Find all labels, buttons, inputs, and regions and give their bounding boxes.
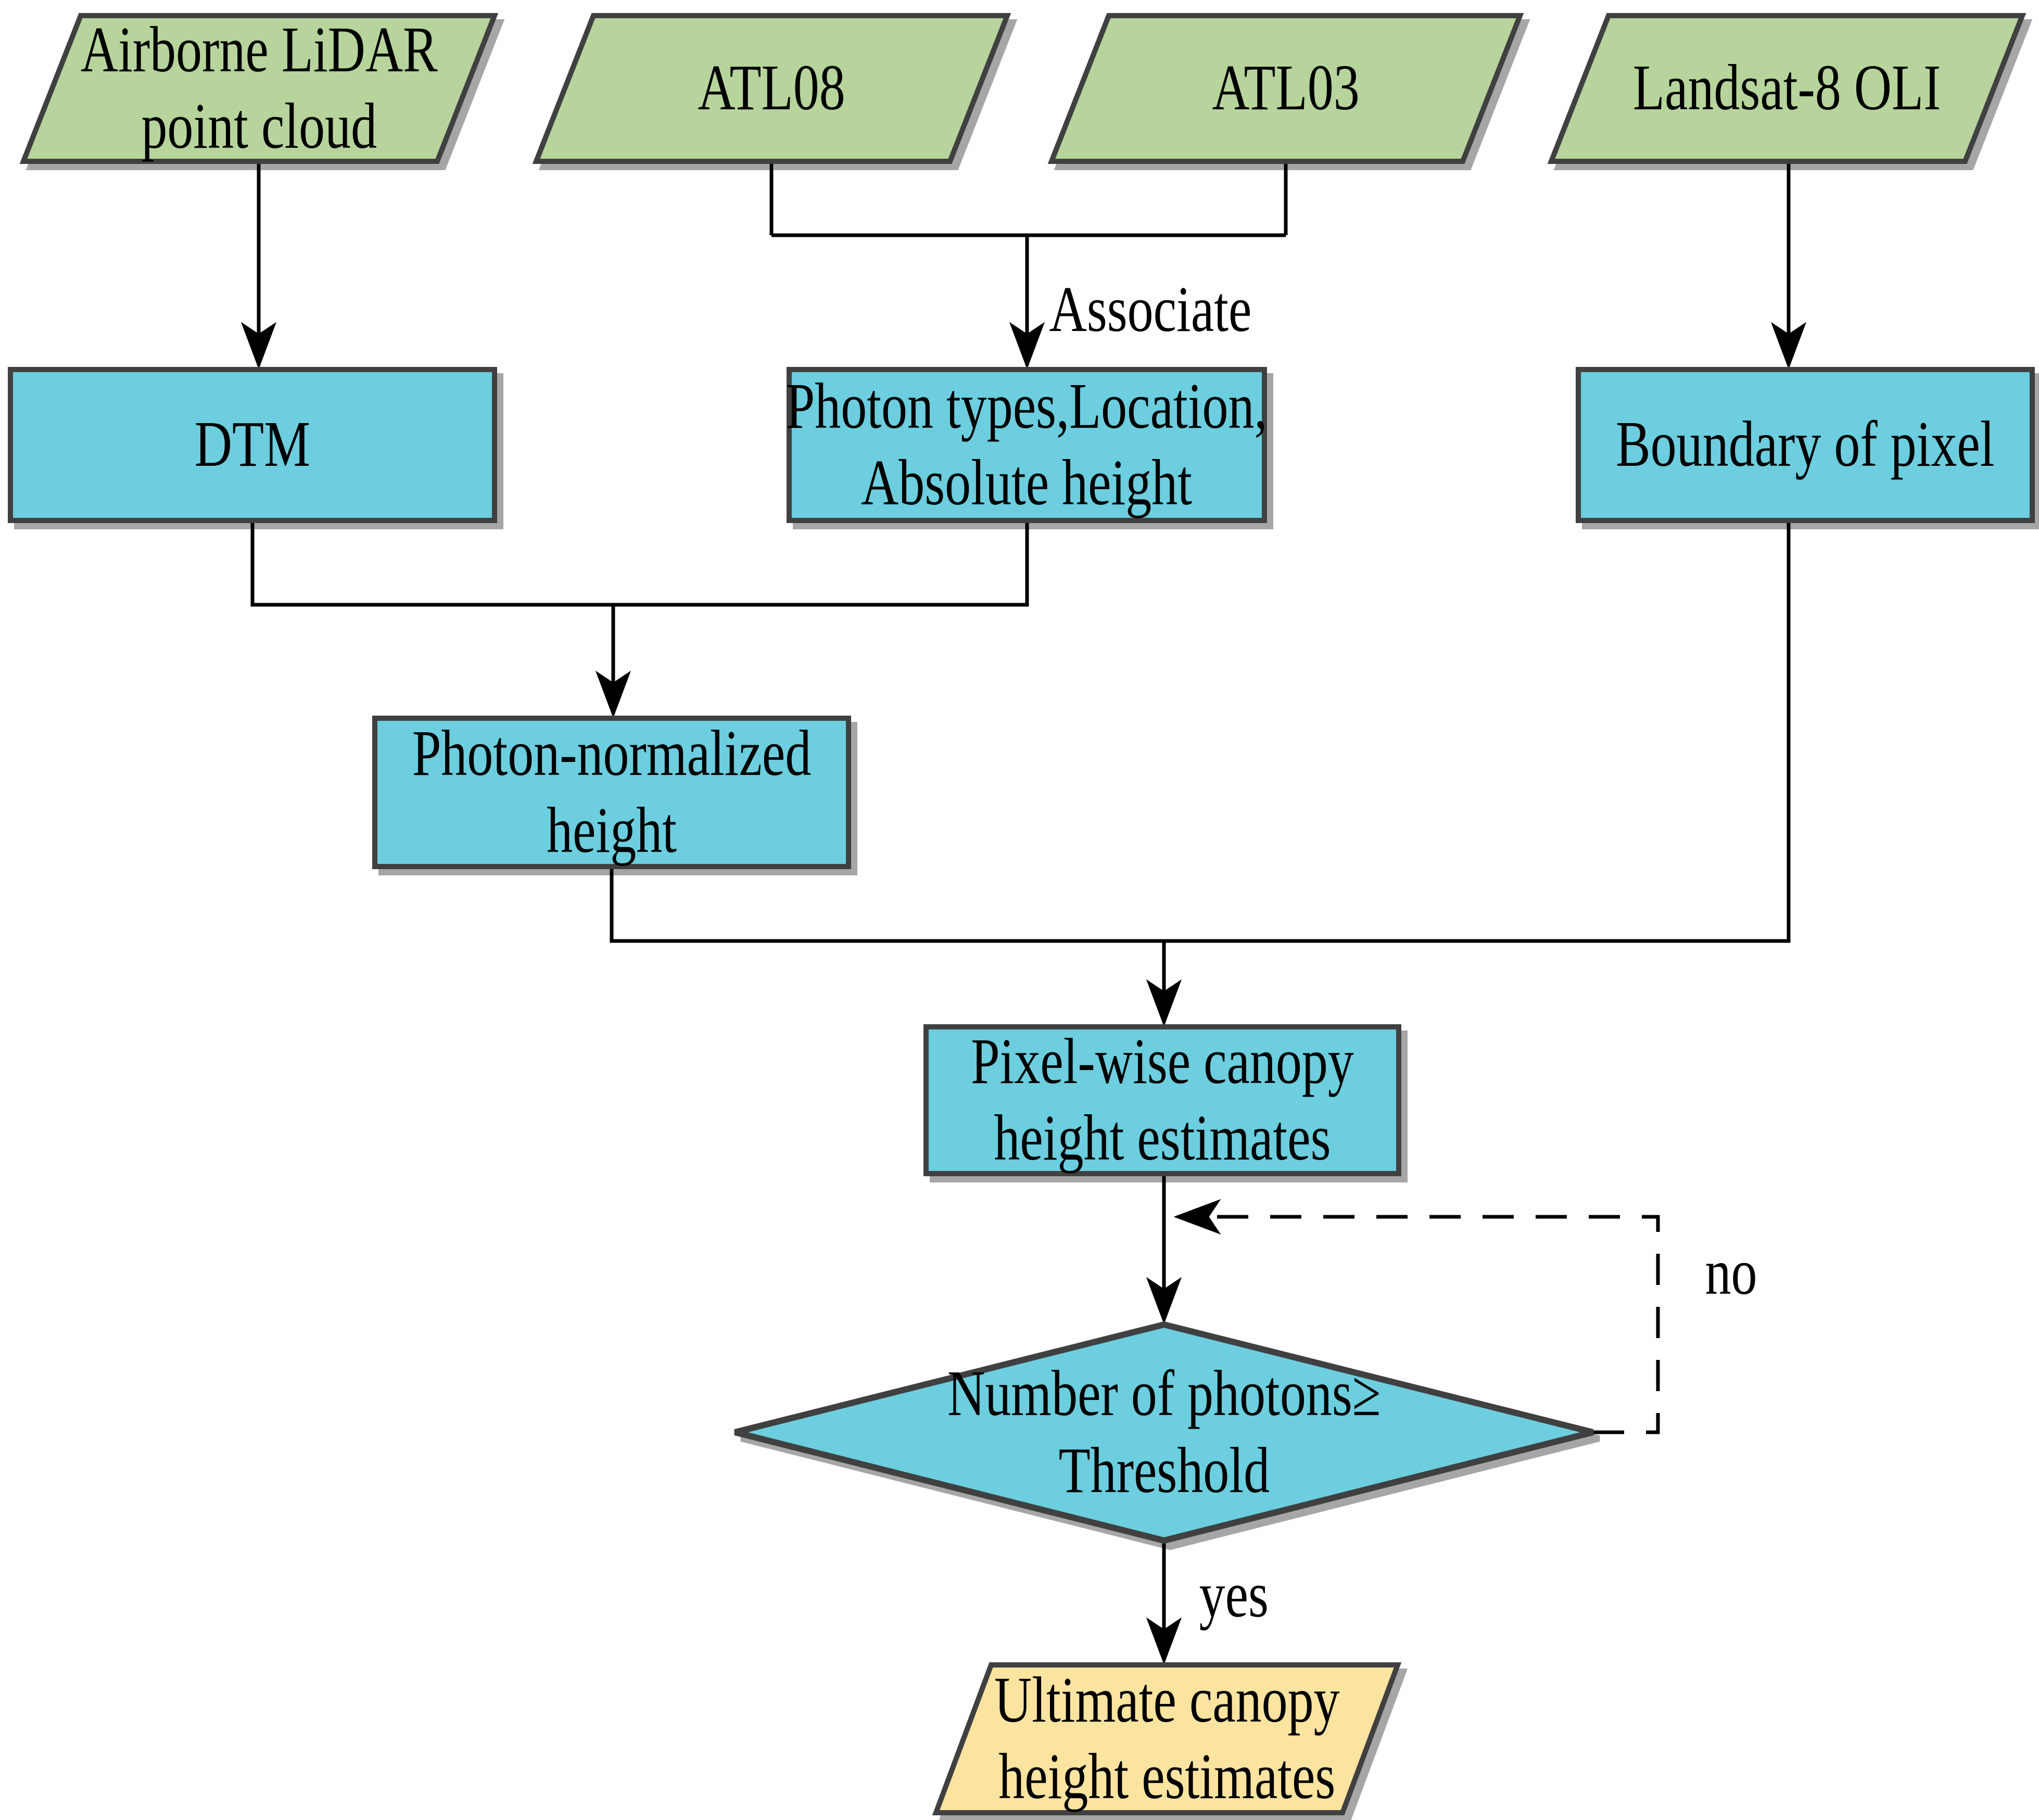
node-landsat-shape (1547, 13, 2027, 164)
edge-normalized-boundary-merge (610, 520, 1791, 943)
node-normalized-shape (372, 716, 851, 869)
node-photon-attrs-shape (787, 367, 1267, 523)
node-atl03-shape (1047, 13, 1524, 164)
node-output-shape (932, 1662, 1402, 1815)
edge-dtm-photon-merge (250, 520, 1029, 607)
edges (240, 161, 1807, 1665)
node-airborne-lidar-shape (19, 13, 499, 164)
node-atl08-shape (532, 13, 1011, 164)
node-dtm-shape (8, 367, 497, 523)
node-boundary-shape (1576, 367, 2035, 523)
node-pixelwise-shape (923, 1024, 1401, 1176)
node-decision-shape (734, 1321, 1594, 1544)
edge-decision-no-loop (1173, 1199, 1660, 1434)
